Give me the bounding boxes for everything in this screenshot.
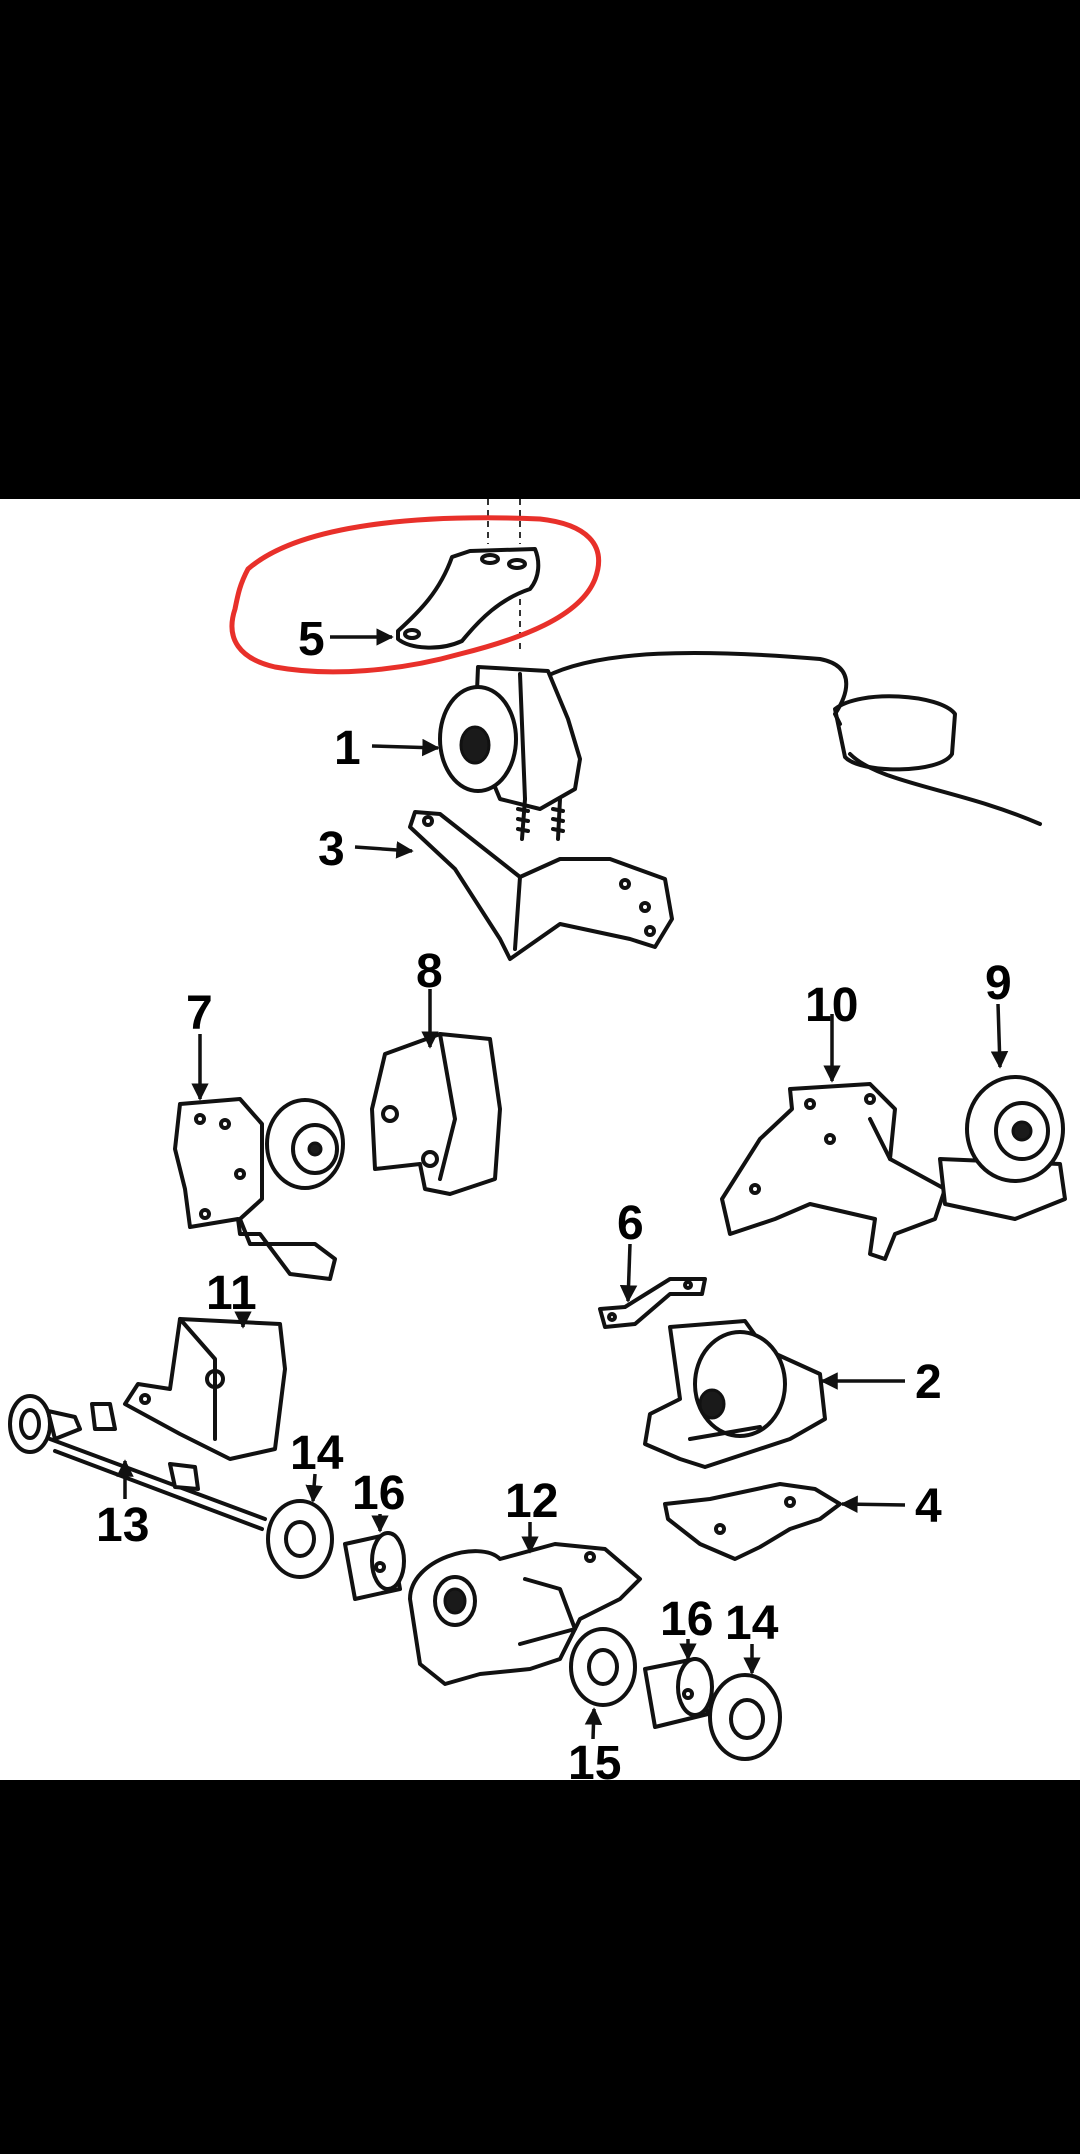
leader-lines <box>116 628 1009 1740</box>
callout-10: 10 <box>805 979 858 1032</box>
callout-2: 2 <box>915 1356 942 1409</box>
highlight-circle <box>229 515 602 675</box>
part-16-bushing-right <box>643 1657 714 1729</box>
part-14-washer-right <box>708 1673 782 1761</box>
part-3-bracket <box>408 810 674 961</box>
part-7-mount <box>173 1097 345 1281</box>
part-2-mount <box>643 1319 827 1469</box>
callout-7: 7 <box>186 987 213 1040</box>
part-15-washer <box>569 1627 637 1707</box>
callout-14-right: 14 <box>725 1597 779 1650</box>
callout-11: 11 <box>206 1267 257 1320</box>
callout-16-left: 16 <box>352 1467 405 1520</box>
callout-4: 4 <box>915 1480 942 1533</box>
part-4-bracket <box>663 1482 842 1561</box>
callout-9: 9 <box>985 957 1012 1010</box>
callout-labels: 5 1 3 8 7 10 9 6 11 2 4 13 14 16 12 15 1… <box>96 613 1012 1780</box>
callout-8: 8 <box>416 945 443 998</box>
callout-3: 3 <box>318 823 345 876</box>
callout-15: 15 <box>568 1737 621 1780</box>
part-10-mount <box>720 1082 947 1261</box>
callout-6: 6 <box>617 1197 644 1250</box>
callout-13: 13 <box>96 1499 149 1552</box>
callout-16-right: 16 <box>660 1593 713 1646</box>
part-1-mount <box>438 665 582 841</box>
part-12-bracket <box>408 1542 642 1686</box>
part-9-mount <box>938 1075 1067 1221</box>
parts-diagram: 5 1 3 8 7 10 9 6 11 2 4 13 14 16 12 15 1… <box>8 499 1067 1780</box>
callout-14-left: 14 <box>290 1427 344 1480</box>
callout-1: 1 <box>334 722 361 775</box>
part-14-washer-left <box>266 1499 334 1579</box>
callout-12: 12 <box>505 1475 558 1528</box>
part-5-bracket <box>396 499 541 650</box>
part-13-rod <box>8 1394 267 1531</box>
engine-outline <box>543 650 1042 826</box>
part-11-bracket <box>123 1317 287 1461</box>
part-16-bushing-left <box>343 1531 406 1601</box>
part-8-bracket <box>370 1032 502 1196</box>
callout-5: 5 <box>298 613 325 666</box>
diagram-panel: 5 1 3 8 7 10 9 6 11 2 4 13 14 16 12 15 1… <box>0 499 1080 1780</box>
part-6-strap <box>598 1277 707 1329</box>
